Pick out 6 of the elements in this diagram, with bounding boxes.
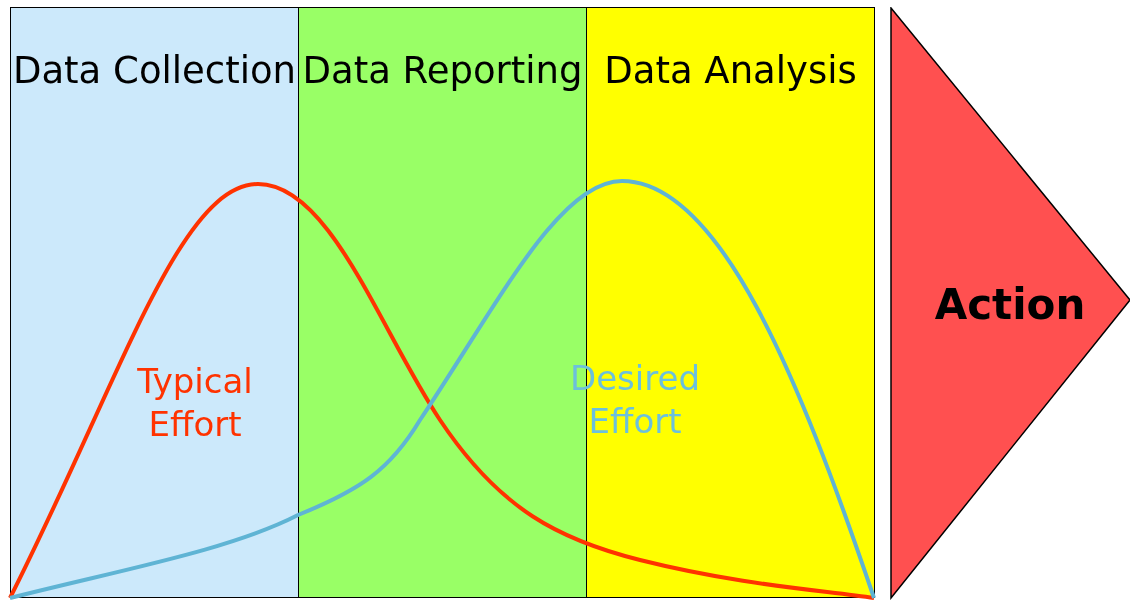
band-heading: Data Analysis (603, 48, 858, 94)
band-heading: Data Collection (11, 48, 298, 94)
curve-label: Typical Effort (136, 360, 254, 446)
band-heading: Data Reporting (301, 48, 584, 94)
stage-band (10, 7, 299, 598)
action-label: Action (933, 280, 1087, 330)
